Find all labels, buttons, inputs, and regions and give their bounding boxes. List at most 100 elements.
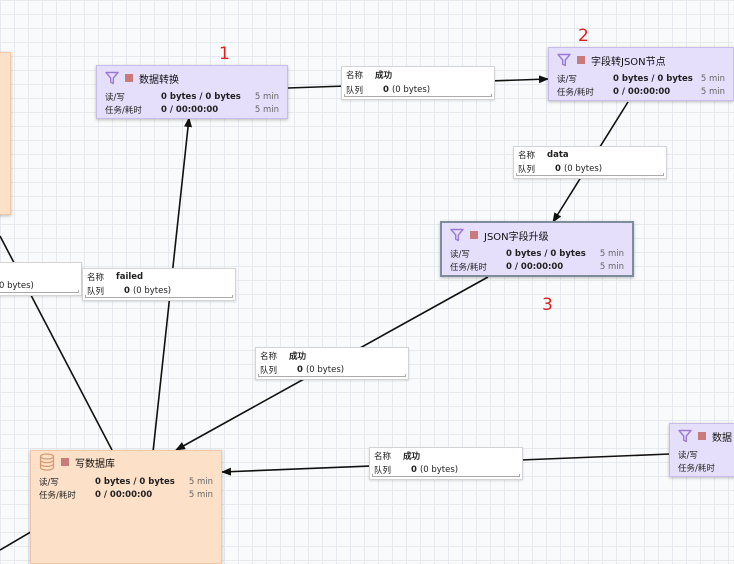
processor-json-field-upgrade[interactable]: JSON字段升级 读/写 0 bytes / 0 bytes 5 min 任务/… [440, 221, 634, 277]
queue-bar [344, 94, 492, 97]
queue-bar [516, 173, 664, 176]
rw-time: 5 min [599, 249, 624, 259]
rw-label: 读/写 [557, 75, 577, 85]
connection-queue-row: 0 bytes) [0, 280, 34, 292]
processor-name: JSON字段升级 [484, 231, 549, 243]
stopped-square-icon [698, 432, 706, 440]
name-label: 名称 [260, 352, 278, 362]
processor-name: 数据 [712, 432, 732, 444]
rw-value: 0 bytes / 0 bytes [95, 477, 175, 487]
task-label: 任务/耗时 [39, 491, 76, 501]
connection-label-success-3[interactable]: 名称 成功 队列 0 (0 bytes) [369, 447, 523, 480]
task-time: 5 min [599, 262, 624, 272]
task-time: 5 min [700, 87, 725, 97]
queue-bytes: (0 bytes) [563, 164, 603, 174]
stopped-square-icon [470, 231, 478, 239]
connection-queue-row: 队列 0 (0 bytes) [374, 464, 458, 476]
annotation-number-1: 1 [219, 44, 230, 64]
name-value: 成功 [375, 71, 393, 81]
rw-label: 读/写 [105, 93, 125, 103]
processor-rw-row: 读/写 0 bytes / 0 bytes 5 min [557, 73, 725, 85]
processor-write-database[interactable]: 写数据库 读/写 0 bytes / 0 bytes 5 min 任务/耗时 0… [30, 450, 222, 564]
processor-name: 写数据库 [75, 458, 115, 470]
processor-task-row: 任务/耗时 0 / 00:00:00 5 min [105, 104, 279, 116]
queue-label: 队列 [87, 287, 105, 297]
queue-bytes: 0 bytes) [0, 281, 34, 291]
task-time: 5 min [188, 490, 213, 500]
queue-bar [258, 374, 406, 377]
processor-header: 字段转JSON节点 [557, 51, 666, 69]
rw-time: 5 min [254, 92, 279, 102]
task-time: 5 min [254, 105, 279, 115]
connection-queue-row: 队列 0 (0 bytes) [518, 163, 602, 175]
task-label: 任务/耗时 [557, 88, 594, 98]
database-icon [39, 453, 55, 471]
funnel-icon [557, 53, 571, 67]
rw-label: 读/写 [39, 478, 59, 488]
annotation-number-2: 2 [578, 26, 589, 46]
connection-queue-row: 队列 0 (0 bytes) [346, 84, 430, 96]
task-value: 0 / 00:00:00 [613, 87, 671, 97]
queue-count: 0 [555, 164, 561, 174]
connection-queue-row: 队列 0 (0 bytes) [87, 285, 171, 297]
processor-name: 数据转换 [139, 74, 179, 86]
queue-bytes: (0 bytes) [391, 85, 431, 95]
connection-label-partial[interactable]: 0 bytes) [0, 262, 82, 296]
processor-rw-row: 读/写 [678, 449, 734, 461]
left-edge-processor[interactable] [0, 52, 11, 215]
rw-time: 5 min [188, 477, 213, 487]
stopped-square-icon [577, 56, 585, 64]
processor-header: JSON字段升级 [450, 226, 549, 244]
task-label: 任务/耗时 [678, 464, 715, 474]
rw-value: 0 bytes / 0 bytes [613, 74, 693, 84]
connection-name-row: 名称 成功 [346, 69, 392, 81]
connection-label-success-1[interactable]: 名称 成功 队列 0 (0 bytes) [341, 66, 495, 100]
stopped-square-icon [125, 74, 133, 82]
connection-name-row: 名称 成功 [260, 350, 306, 362]
processor-field-to-json[interactable]: 字段转JSON节点 读/写 0 bytes / 0 bytes 5 min 任务… [548, 47, 734, 101]
processor-data-transform[interactable]: 数据转换 读/写 0 bytes / 0 bytes 5 min 任务/耗时 0… [96, 65, 288, 119]
task-value: 0 / 00:00:00 [506, 262, 564, 272]
processor-header: 数据转换 [105, 69, 179, 87]
queue-bar [372, 474, 520, 477]
processor-data-partial[interactable]: 数据 读/写 任务/耗时 [669, 423, 734, 477]
connection-name-row: 名称 failed [87, 271, 143, 283]
rw-time: 5 min [700, 74, 725, 84]
processor-name: 字段转JSON节点 [591, 56, 666, 68]
task-value: 0 / 00:00:00 [161, 105, 219, 115]
queue-label: 队列 [260, 366, 278, 376]
processor-rw-row: 读/写 0 bytes / 0 bytes 5 min [450, 248, 624, 260]
name-value: 成功 [289, 352, 307, 362]
queue-count: 0 [124, 286, 130, 296]
queue-label: 队列 [518, 165, 536, 175]
connection-queue-row: 队列 0 (0 bytes) [260, 364, 344, 376]
connection-label-data[interactable]: 名称 data 队列 0 (0 bytes) [513, 146, 667, 179]
name-value: 成功 [403, 452, 421, 462]
processor-task-row: 任务/耗时 [678, 462, 734, 474]
rw-value: 0 bytes / 0 bytes [506, 249, 586, 259]
stopped-square-icon [61, 458, 69, 466]
task-value: 0 / 00:00:00 [95, 490, 153, 500]
processor-task-row: 任务/耗时 0 / 00:00:00 5 min [557, 86, 725, 98]
processor-rw-row: 读/写 0 bytes / 0 bytes 5 min [39, 476, 213, 488]
funnel-icon [678, 429, 692, 443]
queue-label: 队列 [374, 466, 392, 476]
connection-label-success-2[interactable]: 名称 成功 队列 0 (0 bytes) [255, 347, 409, 380]
annotation-number-3: 3 [542, 295, 553, 315]
rw-label: 读/写 [678, 451, 698, 461]
queue-bytes: (0 bytes) [305, 365, 345, 375]
name-label: 名称 [374, 452, 392, 462]
rw-value: 0 bytes / 0 bytes [161, 92, 241, 102]
queue-count: 0 [297, 365, 303, 375]
name-label: 名称 [518, 151, 536, 161]
name-value: data [547, 150, 569, 160]
processor-header: 写数据库 [39, 453, 115, 471]
task-label: 任务/耗时 [105, 106, 142, 116]
processor-header: 数据 [678, 427, 732, 445]
funnel-icon [105, 71, 119, 85]
connection-label-failed[interactable]: 名称 failed 队列 0 (0 bytes) [82, 268, 236, 301]
task-label: 任务/耗时 [450, 263, 487, 273]
queue-count: 0 [383, 85, 389, 95]
name-label: 名称 [87, 273, 105, 283]
queue-label: 队列 [346, 86, 364, 96]
